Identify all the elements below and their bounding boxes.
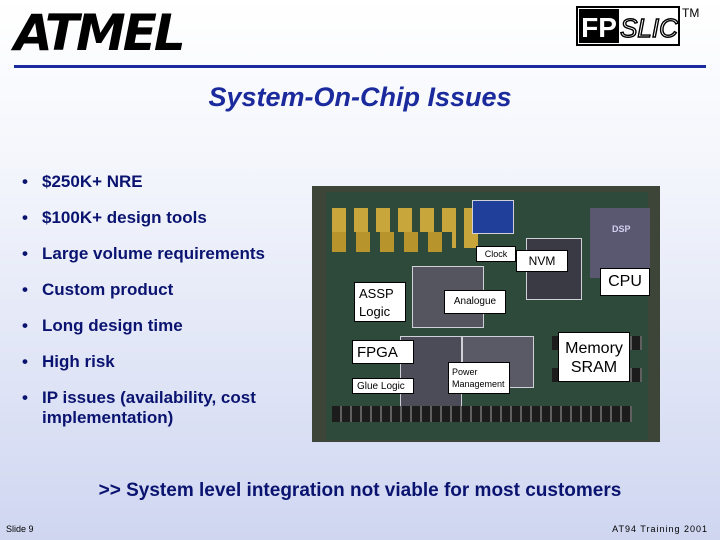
memory-strip: [332, 406, 632, 422]
assp-logic-label: ASSP Logic: [354, 282, 406, 322]
header-rule: [14, 65, 706, 68]
svg-text:SLIC: SLIC: [620, 13, 678, 43]
bullet-item: IP issues (availability, cost implementa…: [22, 388, 322, 428]
connector-block: [472, 200, 514, 234]
dsp-chip: [590, 208, 650, 278]
fpga-label: FPGA: [352, 340, 414, 364]
bullet-item: Long design time: [22, 316, 322, 336]
circuit-board-image: DSP Clock NVM CPU ASSP Logic Analogue Me…: [312, 186, 660, 442]
atmel-logo: ATMEL: [14, 4, 186, 62]
power-management-label: Power Management: [448, 362, 510, 394]
dsp-chip-label: DSP: [612, 224, 631, 234]
capacitor-row: [332, 232, 452, 252]
memory-sram-label: Memory SRAM: [558, 332, 630, 382]
training-label: AT94 Training 2001: [612, 524, 708, 534]
cpu-label: CPU: [600, 268, 650, 296]
bullet-item: Large volume requirements: [22, 244, 322, 264]
glue-logic-label: Glue Logic: [352, 378, 414, 394]
fpslic-logo: FP SLIC: [576, 6, 680, 46]
bullet-item: $250K+ NRE: [22, 172, 322, 192]
slide-title: System-On-Chip Issues: [208, 82, 512, 112]
analogue-label: Analogue: [444, 290, 506, 314]
bullet-item: $100K+ design tools: [22, 208, 322, 228]
trademark-label: TM: [682, 6, 700, 20]
svg-text:FP: FP: [581, 12, 617, 43]
conclusion-text: >> System level integration not viable f…: [98, 480, 622, 501]
clock-label: Clock: [476, 246, 516, 262]
nvm-label: NVM: [516, 250, 568, 272]
slide-number: Slide 9: [6, 524, 34, 534]
bullet-list: $250K+ NRE $100K+ design tools Large vol…: [22, 172, 322, 444]
bullet-item: Custom product: [22, 280, 322, 300]
bullet-item: High risk: [22, 352, 322, 372]
